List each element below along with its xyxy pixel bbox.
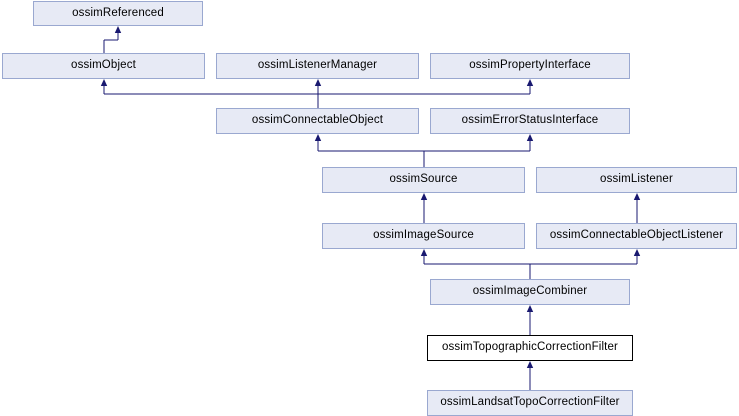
inheritance-arrow-ossimImageCombiner-to-ossimImageSource — [420, 249, 428, 256]
inheritance-arrow-ossimImageCombiner-to-ossimConnectableObjectListener — [633, 249, 641, 256]
inheritance-arrow-ossimTopographicCorrectionFilter-to-ossimImageCombiner — [526, 305, 534, 312]
class-node-ossimObject[interactable]: ossimObject — [2, 53, 205, 79]
class-node-label: ossimConnectableObject — [251, 114, 384, 127]
class-node-label: ossimReferenced — [72, 6, 164, 19]
class-node-label: ossimPropertyInterface — [469, 59, 591, 72]
inheritance-arrow-ossimLandsatTopoCorrectionFilter-to-ossimTopographicCorrectionFilter — [526, 361, 534, 368]
class-node-ossimImageSource[interactable]: ossimImageSource — [322, 223, 525, 249]
inheritance-arrow-ossimConnectableObject-to-ossimObject — [100, 79, 108, 86]
class-node-label: ossimTopographicCorrectionFilter — [441, 341, 619, 354]
inheritance-arrow-ossimConnectableObjectListener-to-ossimListener — [633, 193, 641, 200]
class-node-label: ossimSource — [389, 173, 458, 186]
inheritance-arrow-ossimConnectableObject-to-ossimPropertyInterface — [526, 79, 534, 86]
class-node-ossimConnectableObject[interactable]: ossimConnectableObject — [216, 108, 419, 134]
inheritance-arrow-ossimConnectableObject-to-ossimListenerManager — [314, 79, 322, 86]
class-node-label: ossimLandsatTopoCorrectionFilter — [440, 396, 620, 409]
class-node-ossimSource[interactable]: ossimSource — [322, 167, 525, 193]
inheritance-arrow-ossimSource-to-ossimErrorStatusInterface — [526, 134, 534, 141]
class-node-ossimPropertyInterface[interactable]: ossimPropertyInterface — [430, 53, 630, 79]
class-node-label: ossimErrorStatusInterface — [461, 114, 599, 127]
class-node-label: ossimListener — [600, 173, 673, 186]
class-node-label: ossimConnectableObjectListener — [549, 229, 724, 242]
class-node-label: ossimObject — [71, 59, 136, 72]
class-node-ossimReferenced[interactable]: ossimReferenced — [33, 1, 203, 26]
inheritance-arrow-ossimSource-to-ossimConnectableObject — [314, 134, 322, 141]
class-node-ossimTopographicCorrectionFilter[interactable]: ossimTopographicCorrectionFilter — [427, 335, 633, 361]
class-node-label: ossimImageSource — [373, 229, 474, 242]
class-node-label: ossimImageCombiner — [472, 285, 588, 298]
class-node-ossimListenerManager[interactable]: ossimListenerManager — [216, 53, 419, 79]
class-node-ossimConnectableObjectListener[interactable]: ossimConnectableObjectListener — [536, 223, 737, 249]
inheritance-arrow-ossimObject-to-ossimReferenced — [114, 26, 122, 33]
class-node-ossimListener[interactable]: ossimListener — [536, 167, 737, 193]
class-node-ossimImageCombiner[interactable]: ossimImageCombiner — [430, 279, 630, 305]
class-node-label: ossimListenerManager — [257, 59, 378, 72]
class-node-ossimLandsatTopoCorrectionFilter[interactable]: ossimLandsatTopoCorrectionFilter — [427, 390, 633, 416]
inheritance-arrow-ossimImageSource-to-ossimSource — [420, 193, 428, 200]
class-node-ossimErrorStatusInterface[interactable]: ossimErrorStatusInterface — [430, 108, 630, 134]
